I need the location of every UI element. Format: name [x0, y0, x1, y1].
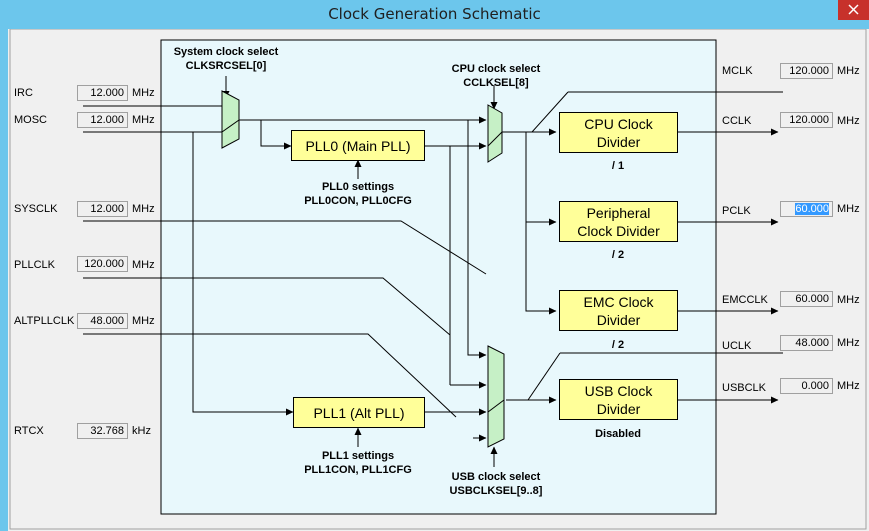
window-title: Clock Generation Schematic [328, 5, 541, 23]
usbclk-value-field[interactable]: 0.000 [780, 378, 833, 394]
peripheral-divider-line2: Clock Divider [577, 222, 660, 239]
irc-unit: MHz [132, 87, 155, 99]
uclk-value-field[interactable]: 48.000 [780, 335, 833, 351]
emcclk-label: EMCCLK [722, 294, 768, 306]
pll1-settings-title: PLL1 settings [321, 450, 395, 462]
pllclk-unit: MHz [132, 259, 155, 271]
close-button[interactable] [838, 0, 869, 20]
pll1-label: PLL1 (Alt PLL) [313, 404, 405, 421]
pclk-label: PCLK [722, 205, 751, 217]
system-clock-select-register: CLKSRCSEL[0] [185, 60, 267, 72]
irc-label: IRC [14, 87, 33, 99]
pll0-label: PLL0 (Main PLL) [305, 137, 411, 154]
sysclk-value-field[interactable]: 12.000 [77, 201, 128, 217]
pll1-block[interactable]: PLL1 (Alt PLL) [293, 397, 425, 428]
mosc-label: MOSC [14, 114, 47, 126]
schematic-frame [9, 29, 867, 530]
system-clock-select-title: System clock select [173, 46, 279, 58]
usb-divider-line1: USB Clock [584, 382, 653, 399]
client-area: IRC 12.000 MHz MOSC 12.000 MHz SYSCLK 12… [8, 29, 869, 531]
pll1-settings-registers: PLL1CON, PLL1CFG [304, 464, 412, 476]
cclk-label: CCLK [722, 115, 752, 127]
usb-divider-line2: Divider [596, 400, 641, 417]
pll0-settings-annotation[interactable]: PLL0 settings PLL0CON, PLL0CFG [292, 180, 424, 208]
cpu-clock-divider-block[interactable]: CPU Clock Divider [559, 112, 678, 153]
close-icon [848, 4, 859, 15]
pllclk-value-field[interactable]: 120.000 [77, 256, 128, 272]
mclk-label: MCLK [722, 65, 753, 77]
rtcx-unit: kHz [132, 425, 151, 437]
uclk-label: UCLK [722, 340, 752, 352]
mclk-value-field[interactable]: 120.000 [780, 63, 833, 79]
usbclk-unit: MHz [837, 380, 860, 392]
title-bar[interactable]: Clock Generation Schematic [0, 0, 869, 28]
cpu-clock-select-register: CCLKSEL[8] [463, 77, 529, 89]
pllclk-label: PLLCLK [14, 259, 55, 271]
usbclk-label: USBCLK [722, 382, 767, 394]
cclk-unit: MHz [837, 115, 860, 127]
pclk-value-selected-text: 60.000 [795, 203, 829, 215]
peripheral-divider-line1: Peripheral [586, 204, 651, 221]
sysclk-label: SYSCLK [14, 203, 58, 215]
cpu-divider-ratio[interactable]: / 1 [611, 160, 625, 172]
altpllclk-unit: MHz [132, 315, 155, 327]
rtcx-label: RTCX [14, 425, 44, 437]
emc-divider-line1: EMC Clock [583, 293, 654, 310]
peripheral-divider-ratio[interactable]: / 2 [611, 249, 625, 261]
mclk-unit: MHz [837, 65, 860, 77]
cpu-divider-line2: Divider [596, 133, 641, 150]
pll0-settings-registers: PLL0CON, PLL0CFG [304, 195, 412, 207]
irc-value-field[interactable]: 12.000 [77, 85, 128, 101]
cclk-value-field[interactable]: 120.000 [780, 112, 833, 128]
peripheral-clock-divider-block[interactable]: Peripheral Clock Divider [559, 201, 678, 242]
schematic-diagram [9, 29, 867, 530]
cpu-clock-mux [487, 104, 503, 163]
system-clock-select-annotation[interactable]: System clock select CLKSRCSEL[0] [166, 45, 286, 73]
pclk-value-field[interactable]: 60.000 [780, 201, 833, 217]
cpu-clock-select-title: CPU clock select [451, 63, 541, 75]
usb-clock-mux [487, 345, 505, 448]
uclk-unit: MHz [837, 337, 860, 349]
cpu-clock-select-annotation[interactable]: CPU clock select CCLKSEL[8] [436, 62, 556, 90]
altpllclk-label: ALTPLLCLK [14, 315, 75, 327]
usb-clock-divider-block[interactable]: USB Clock Divider [559, 379, 678, 420]
system-clock-mux [221, 90, 240, 149]
pclk-unit: MHz [837, 203, 860, 215]
usb-clock-select-title: USB clock select [451, 471, 541, 483]
mosc-unit: MHz [132, 114, 155, 126]
usb-divider-status[interactable]: Disabled [595, 428, 641, 440]
pll0-block[interactable]: PLL0 (Main PLL) [291, 130, 425, 161]
emcclk-unit: MHz [837, 294, 860, 306]
emc-divider-line2: Divider [596, 311, 641, 328]
sysclk-unit: MHz [132, 203, 155, 215]
emcclk-value-field[interactable]: 60.000 [780, 291, 833, 307]
emc-divider-ratio[interactable]: / 2 [611, 339, 625, 351]
pll1-settings-annotation[interactable]: PLL1 settings PLL1CON, PLL1CFG [292, 449, 424, 477]
usb-clock-select-register: USBCLKSEL[9..8] [449, 485, 543, 497]
usb-clock-select-annotation[interactable]: USB clock select USBCLKSEL[9..8] [428, 470, 564, 498]
emc-clock-divider-block[interactable]: EMC Clock Divider [559, 290, 678, 331]
pll0-settings-title: PLL0 settings [321, 181, 395, 193]
rtcx-value-field[interactable]: 32.768 [77, 423, 128, 439]
cpu-divider-line1: CPU Clock [584, 115, 653, 132]
altpllclk-value-field[interactable]: 48.000 [77, 313, 128, 329]
mosc-value-field[interactable]: 12.000 [77, 112, 128, 128]
